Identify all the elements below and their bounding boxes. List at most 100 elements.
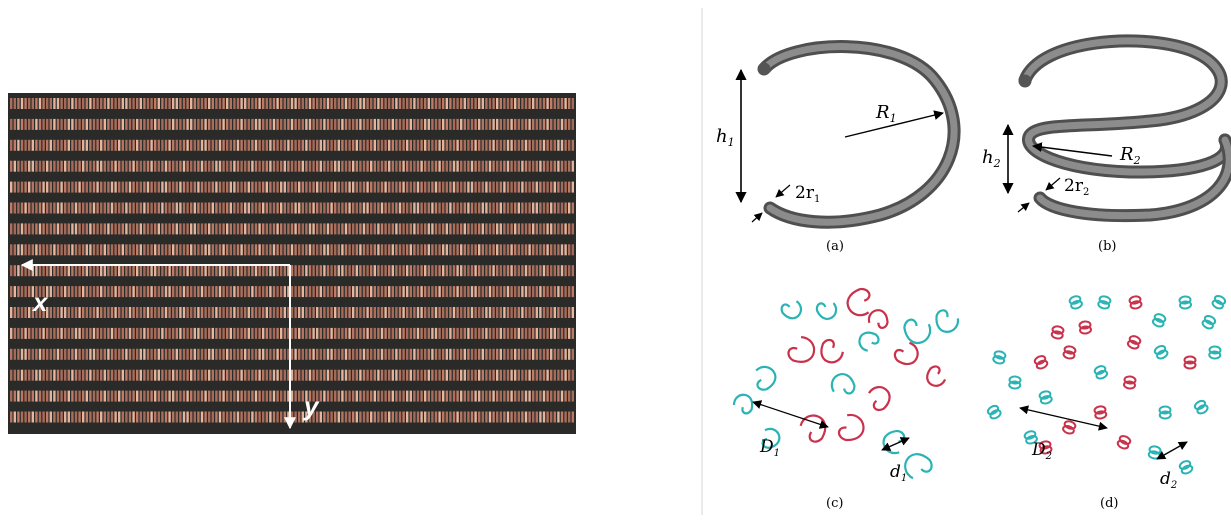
array-element — [236, 369, 240, 381]
array-element — [402, 286, 405, 298]
array-element — [164, 327, 168, 339]
array-element — [38, 348, 42, 360]
array-element — [182, 411, 186, 423]
array-element — [49, 390, 52, 402]
array-element — [262, 139, 265, 151]
array-element — [452, 307, 456, 318]
array-element — [100, 98, 103, 109]
array-element — [164, 139, 168, 151]
array-element — [514, 98, 517, 109]
array-element — [362, 307, 366, 318]
array-element — [13, 202, 16, 214]
array-element — [532, 307, 535, 318]
array-element — [31, 307, 34, 318]
array-element — [431, 286, 434, 298]
array-element — [352, 348, 355, 360]
array-element — [190, 139, 193, 151]
array-element — [514, 265, 517, 277]
array-element — [478, 411, 481, 423]
array-element — [64, 223, 67, 235]
array-element — [326, 390, 330, 402]
array-element — [233, 369, 236, 381]
array-element — [496, 348, 499, 360]
array-element — [35, 307, 38, 318]
array-element — [240, 327, 243, 339]
array-element — [193, 139, 196, 151]
array-element — [258, 390, 261, 402]
array-element — [247, 98, 250, 109]
array-element — [42, 181, 45, 193]
array-element — [449, 411, 452, 423]
array-element — [517, 327, 520, 339]
array-element — [280, 369, 283, 381]
array-element — [413, 390, 416, 402]
array-element — [539, 348, 542, 360]
array-element — [380, 411, 384, 423]
array-element — [406, 98, 409, 109]
array-element — [308, 286, 312, 298]
array-element — [17, 202, 20, 214]
array-element — [283, 160, 286, 172]
array-element — [193, 390, 196, 402]
array-element — [499, 307, 502, 318]
array-element — [247, 411, 250, 423]
array-element — [110, 118, 114, 130]
array-element — [139, 411, 142, 423]
array-element — [89, 369, 92, 381]
array-element — [82, 265, 85, 277]
array-element — [420, 118, 423, 130]
array-element — [143, 181, 146, 193]
array-element — [233, 411, 236, 423]
array-element — [362, 181, 366, 193]
array-element — [226, 118, 229, 130]
array-element — [377, 265, 380, 277]
array-element — [197, 348, 200, 360]
array-element — [190, 202, 193, 214]
array-element — [110, 348, 114, 360]
array-element — [506, 265, 510, 277]
array-element — [319, 98, 322, 109]
array-element — [470, 265, 474, 277]
array-element — [442, 139, 445, 151]
array-element — [366, 307, 369, 318]
array-element — [377, 244, 380, 256]
array-element — [258, 202, 261, 214]
array-element — [31, 390, 34, 402]
array-element — [557, 369, 560, 381]
array-element — [492, 181, 495, 193]
array-element — [546, 181, 549, 193]
array-element — [85, 160, 88, 172]
array-element — [341, 265, 344, 277]
array-element — [269, 160, 272, 172]
array-element — [305, 411, 308, 423]
array-element — [373, 390, 376, 402]
array-element — [251, 118, 254, 130]
array-element — [503, 118, 506, 130]
array-element — [514, 139, 517, 151]
array-element — [323, 202, 326, 214]
array-element — [294, 98, 297, 109]
array-element — [330, 327, 333, 339]
array-element — [200, 202, 204, 214]
array-element — [319, 307, 322, 318]
array-element — [186, 181, 189, 193]
array-element — [568, 411, 571, 423]
array-element — [352, 202, 355, 214]
array-element — [82, 98, 85, 109]
array-element — [283, 348, 286, 360]
array-element — [121, 327, 124, 339]
array-element — [528, 307, 531, 318]
array-element — [355, 181, 358, 193]
array-elements — [10, 98, 574, 423]
double-turn-helix-loop — [1038, 390, 1052, 400]
array-element — [521, 369, 524, 381]
array-element — [294, 369, 297, 381]
array-element — [337, 118, 340, 130]
x-axis-label: x — [31, 287, 49, 317]
array-element — [370, 411, 373, 423]
array-element — [42, 160, 45, 172]
array-element — [182, 139, 186, 151]
array-element — [460, 223, 463, 235]
array-element — [334, 223, 337, 235]
array-element — [323, 98, 326, 109]
